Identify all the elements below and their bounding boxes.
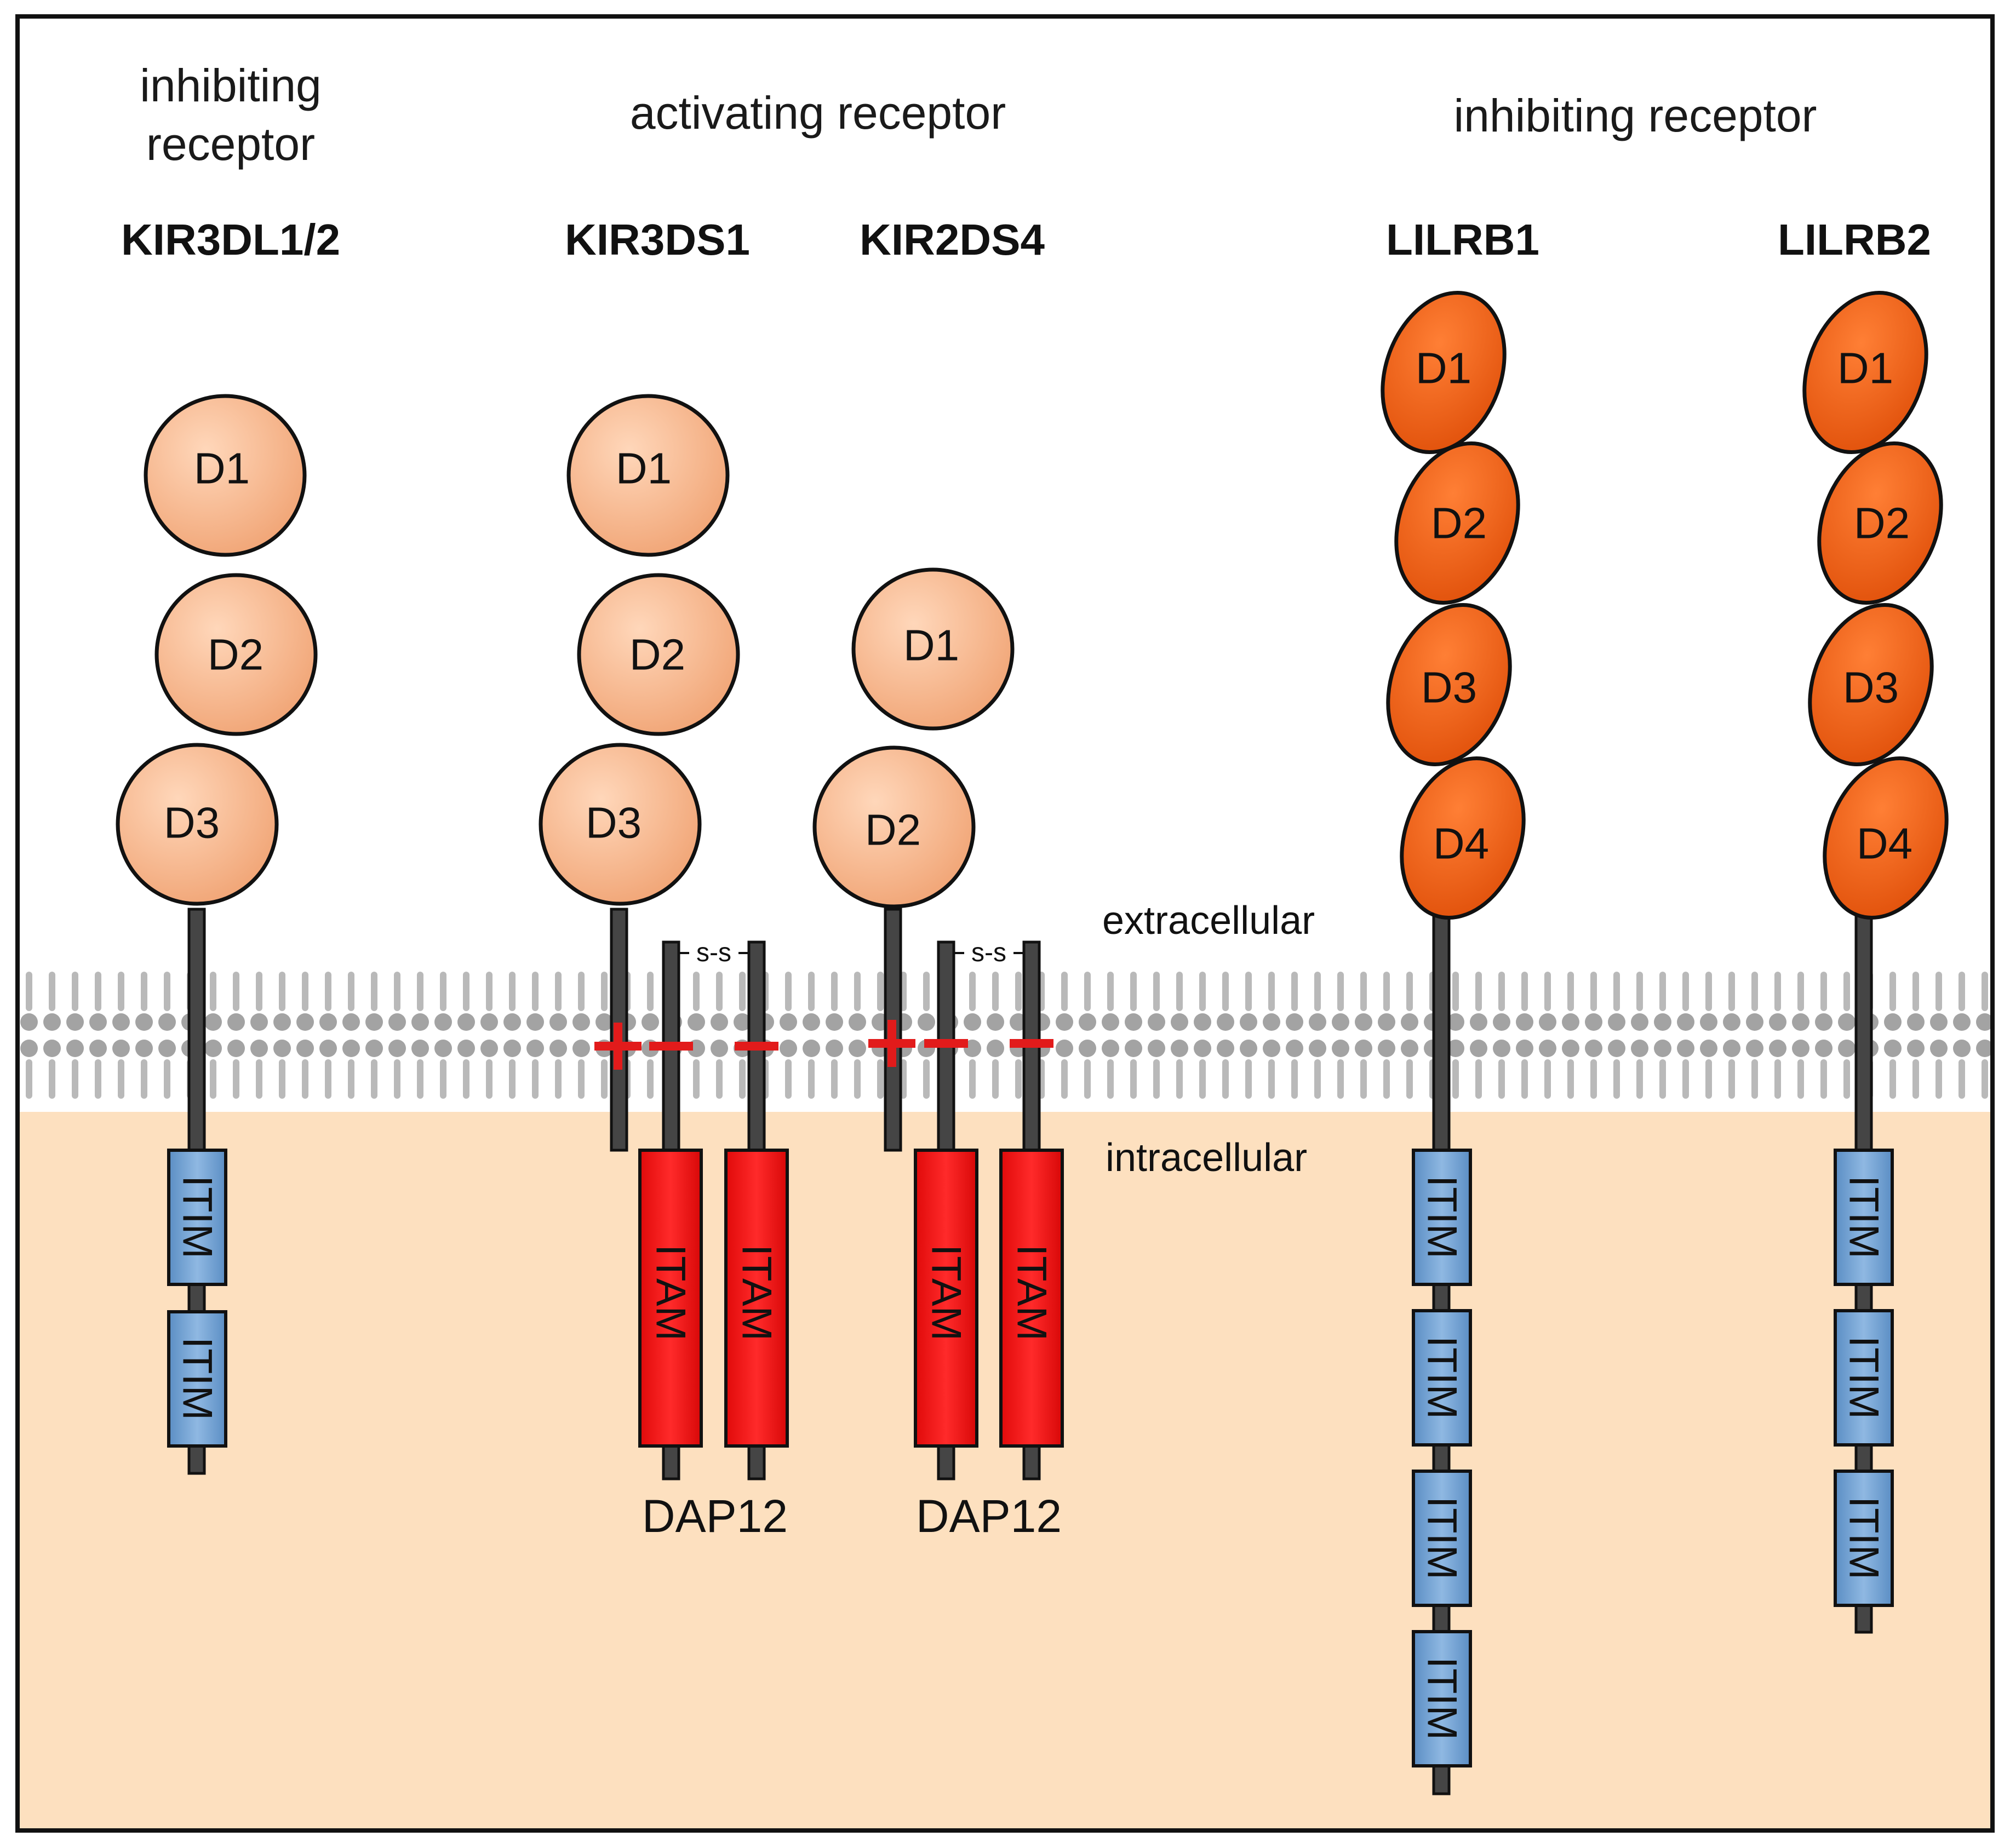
lilrb1-itim-4	[1412, 1630, 1472, 1767]
lilrb1-d4-domain	[1400, 756, 1526, 920]
kir3ds1-d2-domain	[577, 573, 740, 736]
heading-middle: activating receptor	[630, 87, 1006, 139]
kir3dl1-itim-1	[167, 1149, 227, 1286]
kir3ds1-d2-label: D2	[629, 630, 685, 679]
lilrb1-receptor: D1 D2 D3 D4 ITIM ITIM ITIM ITIM	[1381, 291, 1526, 1795]
lilrb2-d3-label: D3	[1843, 663, 1899, 712]
kir3dl1-d3-label: D3	[164, 799, 220, 847]
dap12-left-ss-bond: s-s	[696, 938, 731, 967]
lilrb1-d1-label: D1	[1416, 344, 1471, 393]
lilrb1-itim-1	[1412, 1149, 1472, 1286]
dap12-right-bond-bg	[964, 938, 1013, 968]
lilrb1-d4-label: D4	[1433, 819, 1489, 868]
kir2ds4-d1-domain	[851, 567, 1015, 731]
dap12-right-minus-2	[1010, 1039, 1053, 1048]
label-intracellular: intracellular	[1106, 1136, 1307, 1180]
kir3dl1-d2-label: D2	[208, 630, 264, 679]
lilrb1-d1-domain	[1381, 291, 1507, 454]
dap12-right-itam-1-label: ITAM	[923, 1244, 970, 1341]
kir3dl1-d3-domain	[116, 743, 279, 906]
dap12-right-itam-1	[914, 1149, 978, 1448]
dap12-right-minus-1	[924, 1039, 968, 1048]
lilrb2-d1-domain	[1802, 291, 1928, 454]
lilrb1-itim-3-label: ITIM	[1419, 1496, 1465, 1580]
lilrb2-itim-3-label: ITIM	[1841, 1496, 1887, 1580]
lilrb1-d3-label: D3	[1421, 663, 1477, 712]
kir3ds1-plus-v	[614, 1023, 622, 1070]
lilrb2-d2-label: D2	[1854, 499, 1910, 548]
lilrb2-d3-domain	[1808, 603, 1934, 766]
kir2ds4-d2-label: D2	[865, 806, 921, 854]
lilrb1-itim-3	[1412, 1470, 1472, 1607]
dap12-left-itam-2-label: ITAM	[734, 1244, 780, 1341]
name-kir3dl1: KIR3DL1/2	[121, 215, 340, 264]
dap12-left-bond-bg	[689, 938, 738, 968]
kir3ds1-d1-domain	[566, 394, 730, 557]
heading-right: inhibiting receptor	[1453, 90, 1817, 141]
kir3dl1-receptor: D1 D2 D3 ITIM ITIM	[116, 394, 318, 1475]
dap12-left-itam-2	[724, 1149, 789, 1448]
dap12-right: s-s ITAM ITAM DAP12	[914, 938, 1064, 1542]
dap12-left: s-s ITAM ITAM DAP12	[638, 938, 789, 1542]
heading-left: inhibiting	[140, 60, 322, 111]
name-lilrb1: LILRB1	[1386, 215, 1539, 264]
dap12-right-itam-2	[999, 1149, 1064, 1448]
lilrb2-d4-label: D4	[1857, 819, 1912, 868]
lilrb1-d2-domain	[1394, 441, 1520, 605]
name-lilrb2: LILRB2	[1778, 215, 1931, 264]
lilrb2-itim-1-label: ITIM	[1841, 1175, 1887, 1259]
lilrb2-itim-3	[1834, 1470, 1894, 1607]
lilrb1-itim-1-label: ITIM	[1419, 1175, 1465, 1259]
lilrb2-d2-domain	[1817, 441, 1943, 605]
kir3ds1-d3-label: D3	[586, 799, 642, 847]
name-kir3ds1: KIR3DS1	[565, 215, 750, 264]
dap12-right-ss-bond: s-s	[971, 938, 1006, 967]
kir3dl1-d1-label: D1	[194, 444, 250, 493]
heading-left-line2: receptor	[146, 118, 315, 170]
lilrb1-d3-domain	[1386, 603, 1512, 766]
kir3dl1-itim-1-label: ITIM	[174, 1175, 221, 1259]
lilrb1-itim-2-label: ITIM	[1419, 1336, 1465, 1419]
kir3ds1-d3-domain	[539, 743, 702, 906]
kir2ds4-d2-domain	[812, 745, 976, 909]
dap12-left-itam-1-label: ITAM	[648, 1244, 694, 1341]
lilrb2-itim-2-label: ITIM	[1841, 1336, 1887, 1419]
lilrb2-d4-domain	[1823, 756, 1949, 920]
dap12-left-label: DAP12	[642, 1490, 788, 1542]
dap12-right-itam-2-label: ITAM	[1009, 1244, 1055, 1341]
dap12-left-minus-2	[735, 1042, 778, 1051]
lilrb2-receptor: D1 D2 D3 D4 ITIM ITIM ITIM	[1802, 291, 1949, 1634]
dap12-left-minus-1	[649, 1042, 693, 1051]
lilrb1-itim-4-label: ITIM	[1419, 1657, 1465, 1740]
lilrb1-d2-label: D2	[1431, 499, 1487, 548]
lilrb2-itim-1	[1834, 1149, 1894, 1286]
kir2ds4-d1-label: D1	[903, 621, 959, 670]
dap12-left-itam-1	[638, 1149, 703, 1448]
kir3dl1-d2-domain	[154, 573, 318, 736]
kir2ds4-charges	[868, 1020, 1053, 1067]
kir3dl1-itim-2-label: ITIM	[174, 1337, 221, 1420]
lilrb1-itim-2	[1412, 1309, 1472, 1447]
cell-membrane	[20, 971, 1990, 1118]
kir3ds1-charges	[594, 1023, 778, 1070]
lilrb2-itim-2	[1834, 1309, 1894, 1447]
name-kir2ds4: KIR2DS4	[860, 215, 1045, 264]
kir3ds1-d1-label: D1	[616, 444, 672, 493]
kir3dl1-itim-2	[167, 1310, 227, 1448]
label-extracellular: extracellular	[1102, 899, 1315, 943]
kir3dl1-d1-domain	[144, 394, 307, 557]
dap12-right-label: DAP12	[916, 1490, 1062, 1542]
lilrb2-d1-label: D1	[1837, 344, 1893, 393]
kir2ds4-plus-v	[887, 1020, 896, 1067]
kir2ds4-receptor: D1 D2	[812, 567, 1015, 1152]
